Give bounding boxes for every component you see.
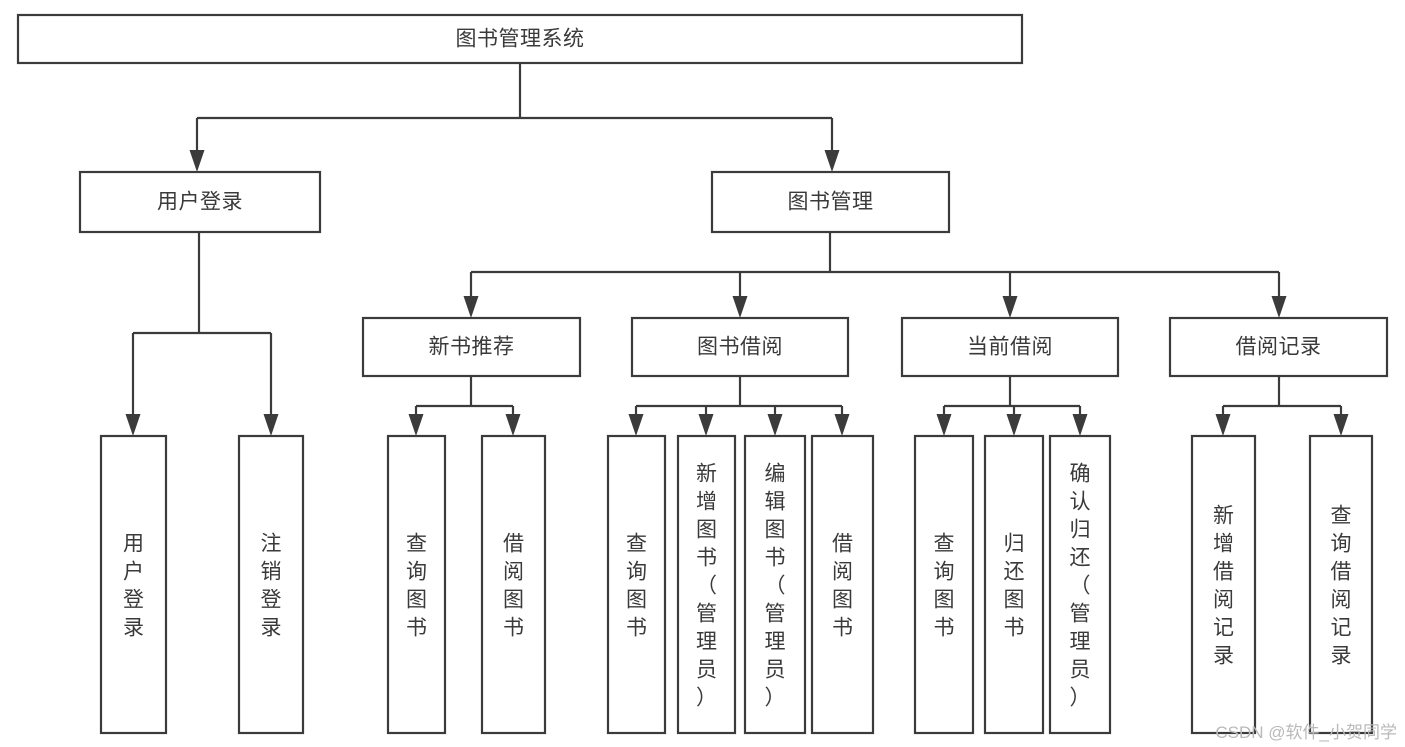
node-leaf-borrow-book-1[interactable]: 借阅图书 — [480, 434, 547, 735]
node-label-leaf-add-record: 新增借阅记录 — [1213, 504, 1234, 667]
node-label-book-borrow: 图书借阅 — [697, 336, 783, 359]
node-label-root: 图书管理系统 — [456, 28, 585, 51]
node-label-leaf-query-record: 查询借阅记录 — [1331, 504, 1352, 667]
node-box-leaf-user-logout[interactable] — [237, 434, 305, 735]
connector-conn-login-a — [125, 333, 141, 436]
node-leaf-add-record[interactable]: 新增借阅记录 — [1190, 434, 1257, 735]
connector-conn-log-a — [1215, 406, 1231, 436]
node-box-new-book-rec[interactable] — [361, 316, 582, 378]
connector-conn-admin-b — [732, 272, 748, 318]
node-label-leaf-query-book-2: 查询图书 — [626, 532, 647, 639]
node-label-leaf-confirm-return: 确认归还（管理员） — [1070, 462, 1091, 709]
connector-conn-admin-c — [1002, 272, 1018, 318]
node-box-leaf-query-book-3[interactable] — [913, 434, 975, 735]
connector-conn-brw-d — [834, 406, 850, 436]
node-label-leaf-query-book-1: 查询图书 — [406, 532, 427, 639]
node-book-admin[interactable]: 图书管理 — [710, 170, 951, 234]
connector-conn-root-b — [824, 118, 840, 172]
node-root[interactable]: 图书管理系统 — [16, 13, 1024, 65]
connector-conn-brw-c — [767, 406, 783, 436]
node-label-book-admin: 图书管理 — [788, 191, 874, 214]
node-leaf-add-book[interactable]: 新增图书（管理员） — [676, 434, 737, 735]
node-box-book-borrow[interactable] — [630, 316, 850, 378]
connector-conn-log-b — [1333, 406, 1349, 436]
node-box-current-borrow[interactable] — [900, 316, 1120, 378]
node-label-leaf-return-book: 归还图书 — [1004, 532, 1025, 639]
node-box-leaf-borrow-book-2[interactable] — [810, 434, 875, 735]
node-leaf-user-logout[interactable]: 注销登录 — [237, 434, 305, 735]
connector-conn-admin-d — [1271, 272, 1287, 318]
node-leaf-borrow-book-2[interactable]: 借阅图书 — [810, 434, 875, 735]
node-new-book-rec[interactable]: 新书推荐 — [361, 316, 582, 378]
node-current-borrow[interactable]: 当前借阅 — [900, 316, 1120, 378]
node-box-leaf-add-record[interactable] — [1190, 434, 1257, 735]
node-box-leaf-user-login[interactable] — [99, 434, 168, 735]
node-label-leaf-user-logout: 注销登录 — [261, 532, 282, 639]
node-borrow-record[interactable]: 借阅记录 — [1168, 316, 1389, 378]
node-leaf-return-book[interactable]: 归还图书 — [983, 434, 1045, 735]
node-box-leaf-return-book[interactable] — [983, 434, 1045, 735]
connector-conn-login-b — [263, 333, 279, 436]
node-label-leaf-add-book: 新增图书（管理员） — [696, 462, 717, 709]
node-label-leaf-query-book-3: 查询图书 — [934, 532, 955, 639]
connector-layer — [125, 63, 1349, 436]
connector-conn-brw-a — [628, 406, 644, 436]
node-label-borrow-record: 借阅记录 — [1236, 336, 1322, 359]
connector-conn-rec-b — [505, 406, 521, 436]
connector-conn-admin-a — [463, 272, 479, 318]
node-leaf-query-book-3[interactable]: 查询图书 — [913, 434, 975, 735]
node-box-book-admin[interactable] — [710, 170, 951, 234]
node-box-leaf-borrow-book-1[interactable] — [480, 434, 547, 735]
node-label-leaf-borrow-book-1: 借阅图书 — [503, 532, 524, 639]
connector-conn-cur-a — [936, 406, 952, 436]
node-box-leaf-edit-book[interactable] — [743, 434, 807, 735]
connector-conn-rec-a — [408, 406, 424, 436]
node-box-leaf-query-book-1[interactable] — [386, 434, 447, 735]
node-box-leaf-confirm-return[interactable] — [1048, 434, 1112, 735]
node-box-user-login[interactable] — [78, 170, 322, 234]
node-leaf-user-login[interactable]: 用户登录 — [99, 434, 168, 735]
node-leaf-confirm-return[interactable]: 确认归还（管理员） — [1048, 434, 1112, 735]
node-box-borrow-record[interactable] — [1168, 316, 1389, 378]
connector-conn-brw-b — [698, 406, 714, 436]
node-label-leaf-user-login: 用户登录 — [123, 532, 144, 639]
node-label-user-login: 用户登录 — [157, 191, 243, 214]
connector-conn-root-a — [189, 118, 205, 172]
node-label-new-book-rec: 新书推荐 — [429, 336, 515, 359]
node-user-login[interactable]: 用户登录 — [78, 170, 322, 234]
node-box-leaf-add-book[interactable] — [676, 434, 737, 735]
node-label-leaf-edit-book: 编辑图书（管理员） — [765, 462, 786, 709]
connector-conn-cur-c — [1072, 406, 1088, 436]
node-box-leaf-query-record[interactable] — [1308, 434, 1374, 735]
node-leaf-edit-book[interactable]: 编辑图书（管理员） — [743, 434, 807, 735]
node-box-leaf-query-book-2[interactable] — [606, 434, 667, 735]
node-leaf-query-book-1[interactable]: 查询图书 — [386, 434, 447, 735]
node-box-root[interactable] — [16, 13, 1024, 65]
connector-conn-cur-b — [1006, 406, 1022, 436]
node-leaf-query-record[interactable]: 查询借阅记录 — [1308, 434, 1374, 735]
node-label-leaf-borrow-book-2: 借阅图书 — [832, 532, 853, 639]
node-leaf-query-book-2[interactable]: 查询图书 — [606, 434, 667, 735]
node-layer: 图书管理系统用户登录图书管理新书推荐图书借阅当前借阅借阅记录用户登录注销登录查询… — [16, 13, 1389, 735]
node-label-current-borrow: 当前借阅 — [967, 336, 1053, 359]
node-book-borrow[interactable]: 图书借阅 — [630, 316, 850, 378]
